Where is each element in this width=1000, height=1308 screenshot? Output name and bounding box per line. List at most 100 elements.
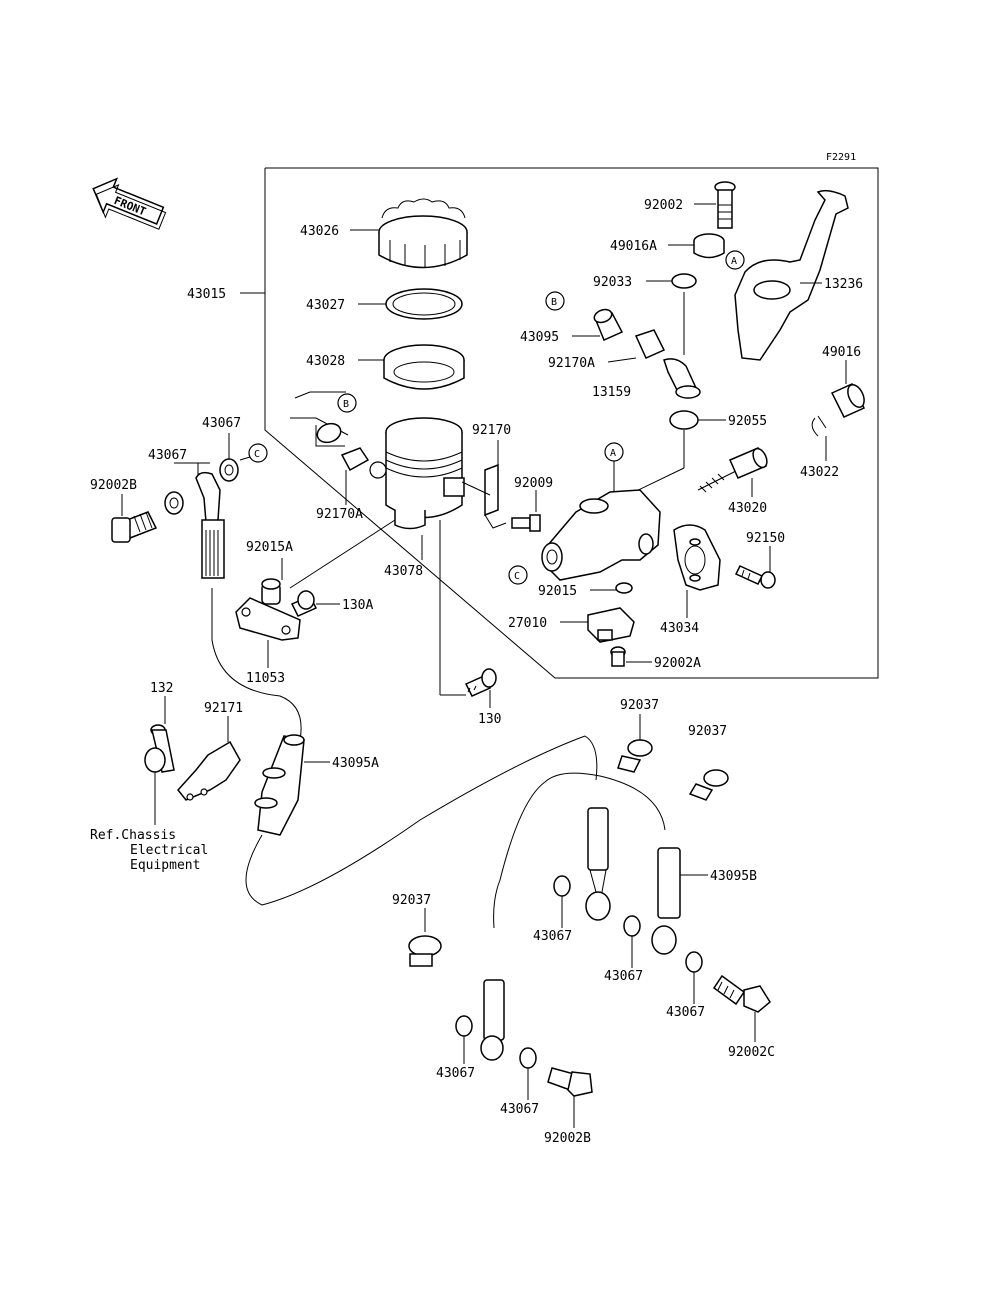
collar-92015a	[261, 578, 281, 605]
label-43034: 43034	[660, 621, 699, 636]
elbow-fitting	[663, 358, 701, 399]
callout-c-left-label: C	[254, 449, 260, 460]
hose-clamp-92037-c	[408, 935, 442, 967]
label-92170A-right: 92170A	[548, 356, 595, 371]
washer-right-1	[623, 915, 641, 937]
callout-c-body-label: C	[514, 571, 520, 582]
reservoir	[369, 417, 465, 530]
label-43067-a: 43067	[202, 416, 241, 431]
callout-a-top	[725, 250, 745, 270]
leader-c-left	[239, 456, 251, 461]
label-92002: 92002	[644, 198, 683, 213]
hose-clamp-92171	[177, 740, 241, 801]
label-92015A: 92015A	[246, 540, 293, 555]
bolt-130a	[290, 590, 318, 617]
hose-clamp-92037-b	[688, 769, 729, 801]
label-27010: 27010	[508, 616, 547, 631]
leader-92170A-right	[607, 357, 637, 363]
label-49016: 49016	[822, 345, 861, 360]
clutch-lever	[734, 189, 849, 361]
label-13236: 13236	[824, 277, 863, 292]
banjo-fitting-mid	[585, 807, 611, 921]
label-43078: 43078	[384, 564, 423, 579]
banjo-fitting-right	[651, 847, 681, 955]
hose-guide	[144, 747, 166, 773]
washer-left-1	[219, 458, 239, 482]
ref-note-line2: Electrical	[130, 843, 208, 858]
clamp-bolt	[734, 565, 776, 589]
label-92150: 92150	[746, 531, 785, 546]
banjo-bolt-bottom	[547, 1067, 593, 1097]
banjo-fitting-bottom	[480, 979, 505, 1061]
reservoir-mount-bracket	[235, 597, 301, 641]
callout-c-left	[248, 443, 268, 463]
hose-clip-right	[634, 329, 666, 359]
label-13159: 13159	[592, 385, 631, 400]
callout-b-left	[337, 393, 357, 413]
label-43028: 43028	[306, 354, 345, 369]
callout-c-body	[508, 565, 528, 585]
handlebar-clamp	[673, 524, 721, 591]
clutch-hose-upper	[211, 588, 302, 741]
hose-clamp-92037-a	[617, 739, 653, 773]
label-43067-f: 43067	[436, 1066, 475, 1081]
label-92037-b: 92037	[688, 724, 727, 739]
banjo-bolt-right	[712, 974, 771, 1013]
bolt-130	[464, 668, 497, 697]
label-130: 130	[478, 712, 501, 727]
callout-a-body-label: A	[610, 448, 616, 459]
ref-note-line1: Ref.Chassis	[90, 828, 176, 843]
front-arrow-icon: FRONT	[92, 177, 167, 230]
label-49016A: 49016A	[610, 239, 657, 254]
label-43067-e: 43067	[666, 1005, 705, 1020]
label-43095A: 43095A	[332, 756, 379, 771]
label-92037-a: 92037	[620, 698, 659, 713]
label-43022: 43022	[800, 465, 839, 480]
circlip	[671, 273, 697, 289]
washer-bottom-2	[519, 1047, 537, 1069]
label-43067-b: 43067	[148, 448, 187, 463]
leader-bracket-join	[461, 481, 491, 496]
nut-92015	[615, 582, 633, 594]
diaphragm	[383, 344, 465, 390]
label-43067-c: 43067	[533, 929, 572, 944]
callout-b-left-label: B	[343, 399, 349, 410]
label-92033: 92033	[593, 275, 632, 290]
label-43095: 43095	[520, 330, 559, 345]
boot-49016a	[693, 233, 725, 259]
label-92002B-top: 92002B	[90, 478, 137, 493]
callout-b-right-label: B	[551, 297, 557, 308]
circlip-43022	[811, 415, 827, 437]
label-43095B: 43095B	[710, 869, 757, 884]
label-11053: 11053	[246, 671, 285, 686]
reservoir-bracket	[484, 463, 507, 529]
clutch-hose-right	[544, 772, 666, 831]
label-43015: 43015	[187, 287, 226, 302]
hose-clip-left	[340, 447, 370, 472]
clutch-hose-lower	[245, 735, 586, 906]
banjo-fitting-top	[195, 471, 225, 579]
master-cylinder-body	[541, 489, 661, 581]
hose-grommet-43095a	[254, 734, 305, 836]
piston-assembly	[697, 447, 768, 493]
clutch-hose-end	[584, 735, 598, 781]
label-43067-d: 43067	[604, 969, 643, 984]
washer-bottom-1	[455, 1015, 473, 1037]
label-92055: 92055	[728, 414, 767, 429]
label-92002C: 92002C	[728, 1045, 775, 1060]
label-92171: 92171	[204, 701, 243, 716]
label-43027: 43027	[306, 298, 345, 313]
banjo-bolt-top	[111, 511, 158, 543]
washer-left-2	[164, 491, 184, 515]
leader-reservoir-to-bracket	[289, 519, 396, 589]
label-43067-g: 43067	[500, 1102, 539, 1117]
label-92002A: 92002A	[654, 656, 701, 671]
label-43026: 43026	[300, 224, 339, 239]
reservoir-hose	[290, 391, 349, 447]
assembly-boundary	[264, 167, 879, 679]
dust-boot	[830, 383, 866, 418]
label-92037-c: 92037	[392, 893, 431, 908]
clutch-switch	[587, 607, 635, 643]
ref-note-line3: Equipment	[130, 858, 200, 873]
